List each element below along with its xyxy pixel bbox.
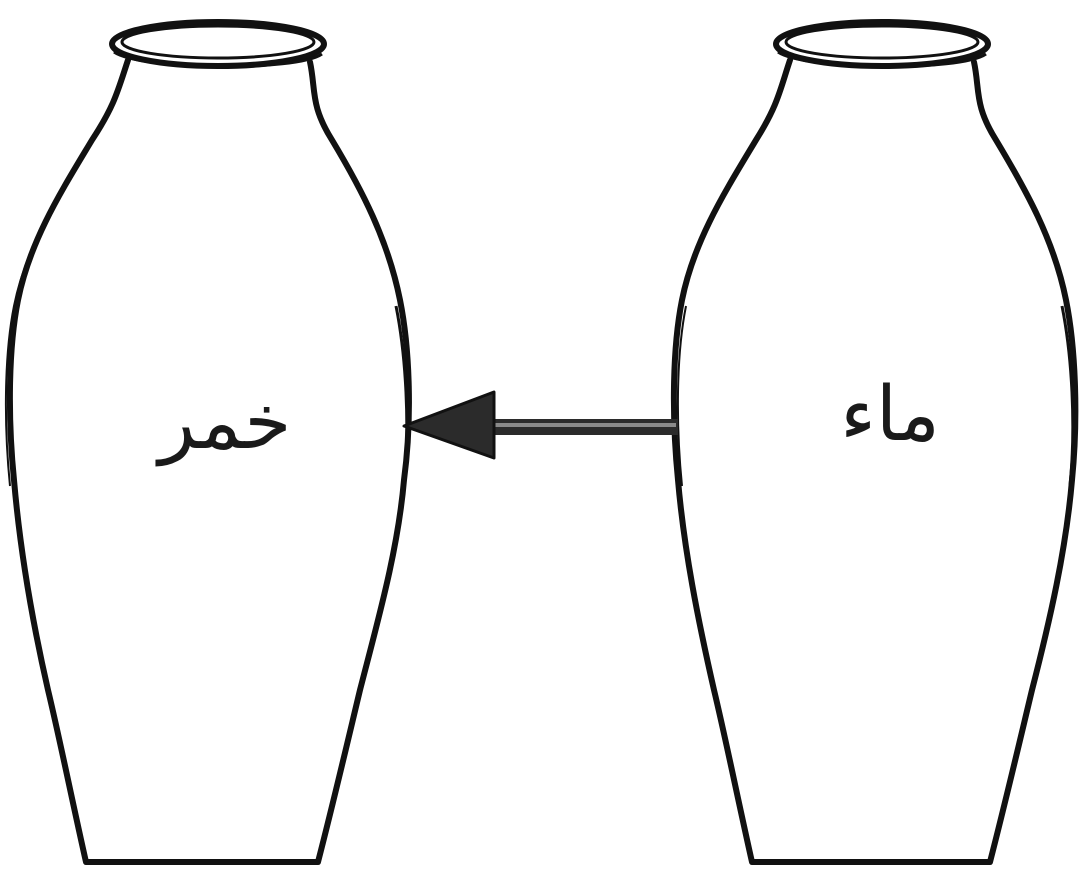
right-jar-label: ماء <box>840 369 940 458</box>
arrow-head-icon <box>404 392 494 458</box>
left-jar-label: خمر <box>155 377 292 467</box>
jar-icon <box>674 60 1075 862</box>
left-jar: خمر <box>6 22 409 862</box>
transformation-arrow <box>404 392 678 458</box>
right-jar: ماء <box>674 22 1075 862</box>
